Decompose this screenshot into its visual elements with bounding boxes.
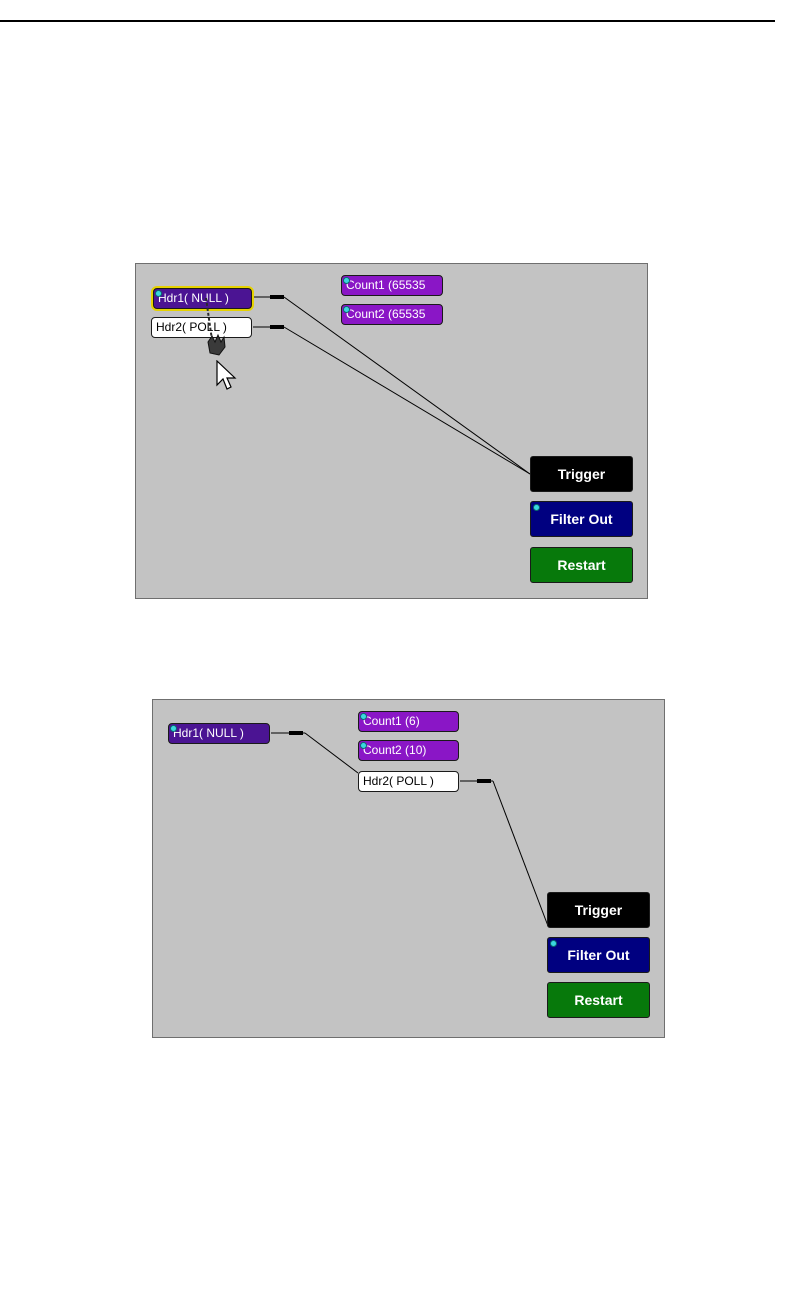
filter-out-button[interactable]: Filter Out (530, 501, 633, 537)
trigger-button[interactable]: Trigger (530, 456, 633, 492)
wire-connector-hdr2 (270, 325, 284, 329)
arrow-cursor-icon (216, 360, 240, 394)
trigger-label: Trigger (575, 902, 622, 918)
port-dot-icon (170, 725, 177, 732)
count1-node[interactable]: Count1 (65535 (341, 275, 443, 296)
port-dot-icon (550, 940, 557, 947)
filter-out-label: Filter Out (567, 947, 629, 963)
trigger-label: Trigger (558, 466, 605, 482)
page-top-rule (0, 20, 775, 22)
count1-node[interactable]: Count1 (6) (358, 711, 459, 732)
hdr1-node[interactable]: Hdr1( NULL ) (168, 723, 270, 744)
wire-connector-hdr1 (289, 731, 303, 735)
trigger-button[interactable]: Trigger (547, 892, 650, 928)
wire-connector-hdr1 (270, 295, 284, 299)
hdr1-label: Hdr1( NULL ) (173, 726, 244, 740)
port-dot-icon (155, 290, 162, 297)
hdr2-node[interactable]: Hdr2( POLL ) (358, 771, 459, 792)
restart-label: Restart (574, 992, 622, 1008)
sequencer-canvas-before[interactable]: Hdr1( NULL ) Hdr2( POLL ) Count1 (65535 … (135, 263, 648, 599)
filter-out-label: Filter Out (550, 511, 612, 527)
count2-label: Count2 (65535 (346, 307, 425, 321)
port-dot-icon (360, 742, 367, 749)
restart-button[interactable]: Restart (547, 982, 650, 1018)
sequencer-canvas-after[interactable]: Hdr1( NULL ) Count1 (6) Count2 (10) Hdr2… (152, 699, 665, 1038)
hdr2-label: Hdr2( POLL ) (363, 774, 434, 788)
restart-button[interactable]: Restart (530, 547, 633, 583)
port-dot-icon (360, 713, 367, 720)
port-dot-icon (343, 306, 350, 313)
filter-out-button[interactable]: Filter Out (547, 937, 650, 973)
count1-label: Count1 (6) (363, 714, 420, 728)
port-dot-icon (533, 504, 540, 511)
restart-label: Restart (557, 557, 605, 573)
count2-label: Count2 (10) (363, 743, 426, 757)
wire-connector-hdr2 (477, 779, 491, 783)
count1-label: Count1 (65535 (346, 278, 425, 292)
count2-node[interactable]: Count2 (65535 (341, 304, 443, 325)
count2-node[interactable]: Count2 (10) (358, 740, 459, 761)
port-dot-icon (343, 277, 350, 284)
